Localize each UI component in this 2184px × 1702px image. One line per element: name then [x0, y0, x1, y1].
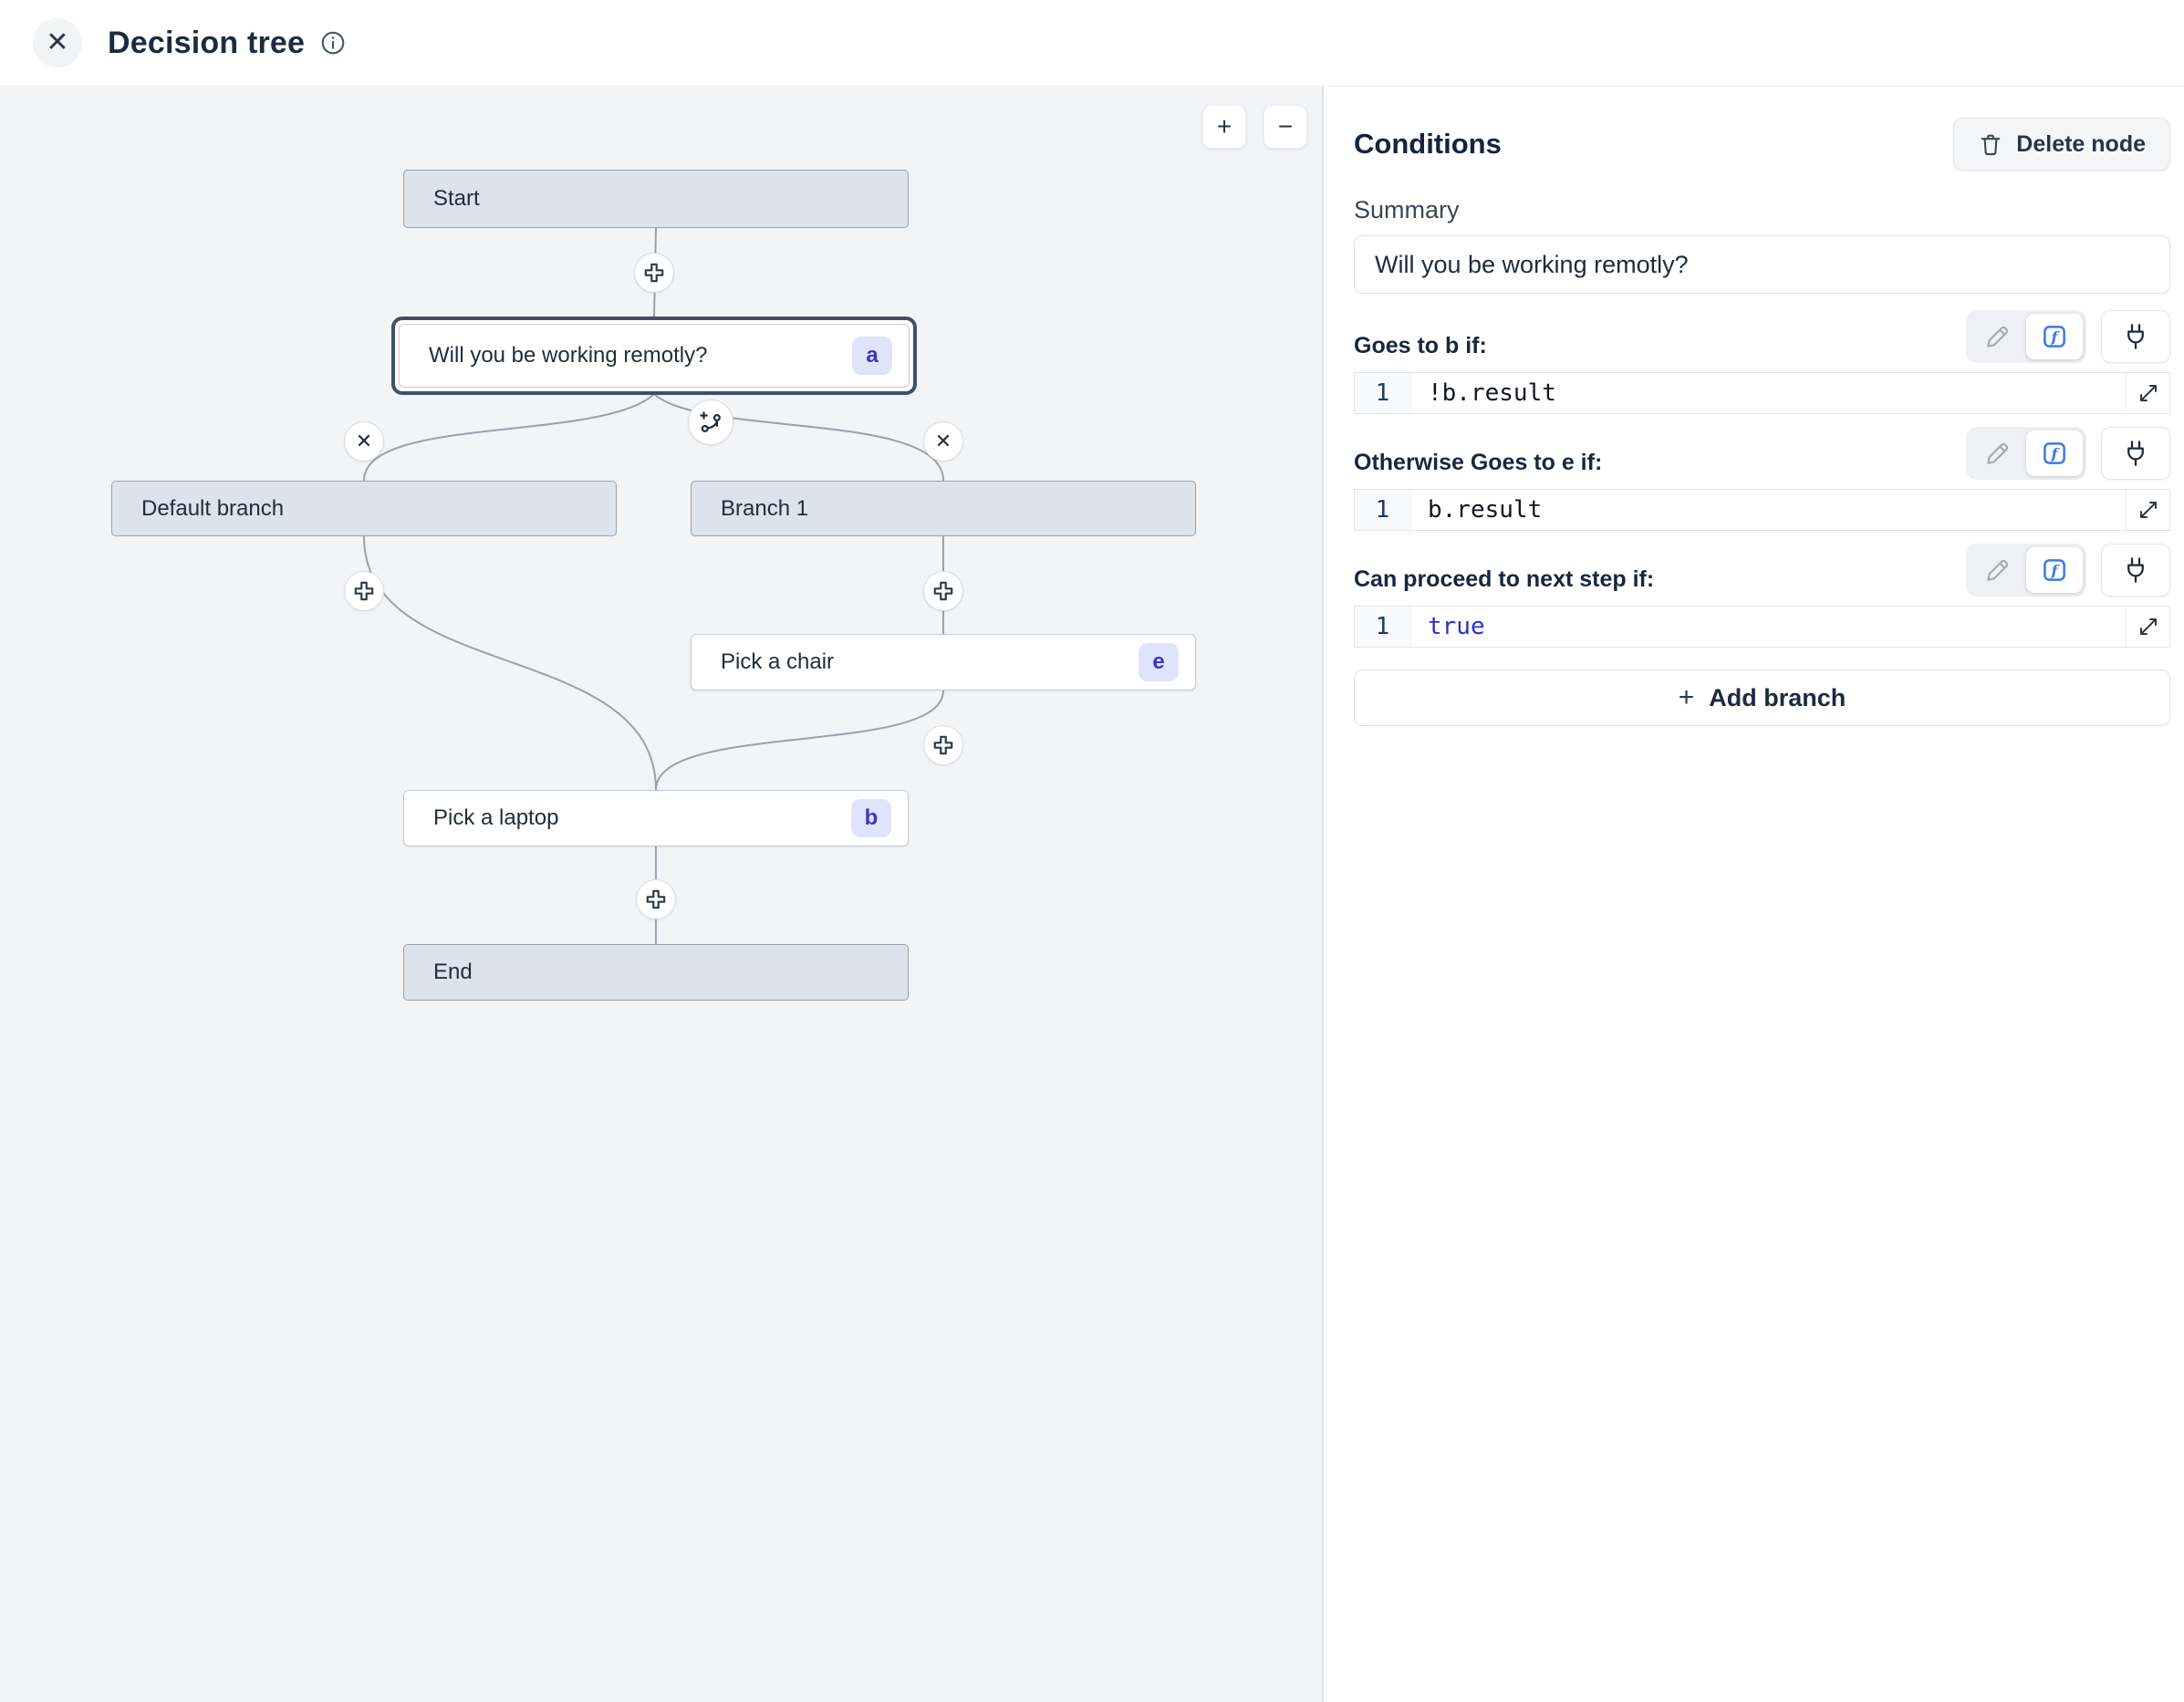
- code-editor-otherwise-e[interactable]: 1 b.result: [1354, 489, 2170, 531]
- line-number: 1: [1355, 373, 1411, 413]
- plug-button[interactable]: [2101, 310, 2170, 363]
- editor-mode-toggle: f: [1966, 544, 2086, 597]
- node-question-badge: a: [852, 337, 892, 375]
- close-button[interactable]: ✕: [33, 18, 82, 67]
- plug-icon: [2127, 557, 2144, 583]
- pencil-icon: [1987, 442, 2009, 464]
- delete-node-label: Delete node: [2016, 130, 2146, 157]
- branch-split-icon: [700, 411, 721, 432]
- add-step-button[interactable]: [344, 571, 384, 611]
- add-step-button[interactable]: [634, 253, 674, 293]
- plus-cross-icon: [646, 889, 666, 909]
- add-branch-button[interactable]: + Add branch: [1354, 669, 2170, 726]
- fx-icon: f: [2044, 326, 2065, 348]
- node-branch-1-label: Branch 1: [721, 495, 809, 521]
- condition-label-otherwise-e: Otherwise Goes to e if:: [1354, 450, 1603, 475]
- node-pick-laptop[interactable]: Pick a laptop b: [403, 790, 909, 846]
- editor-mode-toggle: f: [1966, 427, 2086, 480]
- add-step-button[interactable]: [923, 571, 963, 611]
- zoom-out-button[interactable]: −: [1264, 105, 1307, 149]
- editor-tools: f: [1966, 310, 2170, 363]
- node-pick-laptop-badge: b: [851, 799, 891, 837]
- code-text[interactable]: true: [1428, 613, 1485, 640]
- plug-icon: [2127, 324, 2144, 349]
- header-bar: ✕ Decision tree: [0, 0, 2184, 87]
- pencil-icon: [1987, 326, 2009, 348]
- expand-icon: [2139, 502, 2157, 518]
- node-default-branch[interactable]: Default branch: [111, 481, 617, 536]
- expand-editor-button[interactable]: [2126, 490, 2169, 530]
- add-step-button[interactable]: [923, 725, 963, 765]
- editor-tools: f: [1966, 427, 2170, 480]
- node-end-label: End: [433, 960, 473, 984]
- flow-canvas[interactable]: + − Start Will you be working remotly? a…: [0, 87, 1323, 1702]
- panel-title: Conditions: [1354, 128, 1502, 160]
- expand-icon: [2139, 618, 2157, 635]
- expand-icon: [2139, 385, 2157, 401]
- node-question-label: Will you be working remotly?: [429, 343, 708, 368]
- add-step-button[interactable]: [636, 879, 676, 919]
- remove-branch-right-button[interactable]: ✕: [923, 421, 963, 462]
- info-icon: [319, 29, 347, 57]
- pencil-mode-button[interactable]: [1970, 314, 2026, 359]
- remove-branch-left-button[interactable]: ✕: [344, 421, 384, 462]
- line-number: 1: [1355, 607, 1411, 647]
- editor-tools: f: [1966, 544, 2170, 597]
- node-pick-chair-badge: e: [1139, 643, 1179, 681]
- plus-cross-icon: [644, 263, 664, 283]
- condition-label-goes-to-b: Goes to b if:: [1354, 333, 1487, 358]
- plug-button[interactable]: [2101, 427, 2170, 480]
- node-pick-laptop-label: Pick a laptop: [433, 805, 559, 830]
- code-editor-goes-to-b[interactable]: 1 !b.result: [1354, 372, 2170, 414]
- summary-label: Summary: [1354, 196, 1460, 223]
- node-question-selected[interactable]: Will you be working remotly? a: [391, 317, 917, 395]
- plus-cross-icon: [354, 581, 374, 601]
- expand-editor-button[interactable]: [2126, 373, 2169, 413]
- pencil-mode-button[interactable]: [1970, 431, 2026, 476]
- fx-mode-button[interactable]: f: [2026, 431, 2083, 476]
- plug-icon: [2127, 441, 2144, 466]
- svg-text:f: f: [2051, 328, 2061, 346]
- expand-editor-button[interactable]: [2126, 607, 2169, 647]
- node-start[interactable]: Start: [403, 170, 909, 228]
- zoom-in-button[interactable]: +: [1202, 105, 1246, 149]
- node-end[interactable]: End: [403, 944, 909, 1001]
- plus-cross-icon: [933, 735, 953, 755]
- node-question[interactable]: Will you be working remotly? a: [399, 324, 910, 388]
- plug-button[interactable]: [2101, 544, 2170, 597]
- delete-node-button[interactable]: Delete node: [1953, 118, 2170, 171]
- code-text[interactable]: !b.result: [1428, 379, 1556, 407]
- add-branch-label: Add branch: [1709, 683, 1846, 711]
- svg-text:f: f: [2051, 445, 2061, 462]
- fx-icon: f: [2044, 559, 2065, 581]
- fx-mode-button[interactable]: f: [2026, 314, 2083, 359]
- code-editor-proceed[interactable]: 1 true: [1354, 606, 2170, 648]
- node-start-label: Start: [433, 186, 480, 211]
- svg-text:f: f: [2051, 562, 2061, 579]
- pencil-icon: [1987, 559, 2009, 581]
- page-title: Decision tree: [108, 25, 306, 60]
- node-pick-chair-label: Pick a chair: [721, 649, 835, 674]
- fx-icon: f: [2044, 442, 2065, 464]
- plus-cross-icon: [933, 581, 953, 601]
- trash-icon: [1981, 134, 2001, 156]
- code-text[interactable]: b.result: [1428, 496, 1543, 524]
- condition-label-proceed: Can proceed to next step if:: [1354, 566, 1655, 592]
- summary-input[interactable]: [1354, 235, 2170, 294]
- node-pick-chair[interactable]: Pick a chair e: [691, 634, 1196, 690]
- fx-mode-button[interactable]: f: [2026, 547, 2083, 593]
- editor-mode-toggle: f: [1966, 310, 2086, 363]
- conditions-panel: Conditions Delete node Summary Goes to b…: [1323, 87, 2184, 1702]
- pencil-mode-button[interactable]: [1970, 547, 2026, 593]
- line-number: 1: [1355, 490, 1411, 530]
- add-branch-connector-button[interactable]: [688, 400, 733, 445]
- node-default-branch-label: Default branch: [141, 495, 285, 521]
- plus-icon: +: [1678, 682, 1695, 712]
- node-branch-1[interactable]: Branch 1: [691, 481, 1196, 536]
